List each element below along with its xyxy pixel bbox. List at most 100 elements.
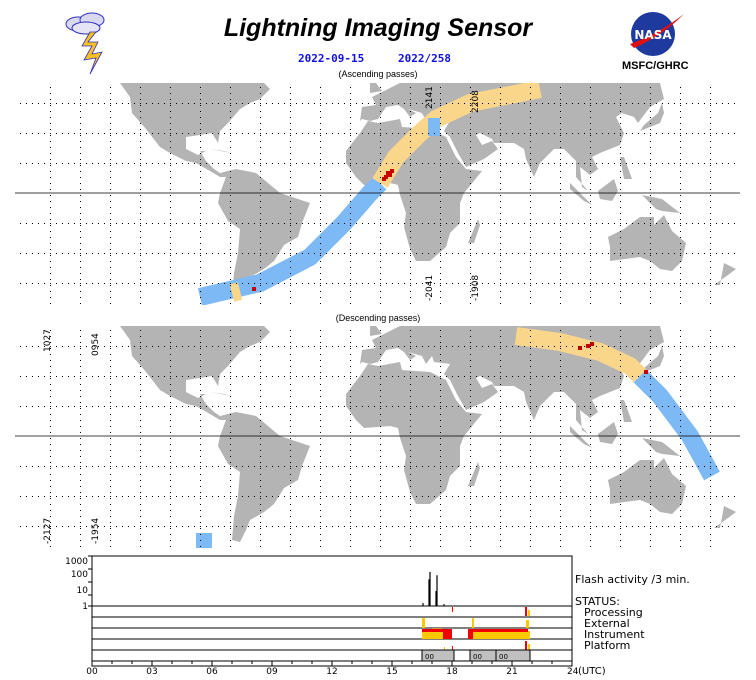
grid-dot — [380, 223, 381, 224]
grid-dot — [200, 117, 201, 118]
grid-dot — [470, 303, 471, 304]
grid-dot — [380, 408, 381, 409]
grid-dot — [668, 133, 669, 134]
grid-dot — [440, 486, 441, 487]
grid-dot — [680, 408, 681, 409]
grid-dot — [710, 354, 711, 355]
grid-dot — [578, 496, 579, 497]
grid-dot — [260, 133, 261, 134]
grid-dot — [620, 486, 621, 487]
grid-dot — [626, 496, 627, 497]
grid-dot — [20, 466, 21, 467]
grid-dot — [110, 480, 111, 481]
grid-dot — [518, 496, 519, 497]
grid-dot — [560, 165, 561, 166]
grid-dot — [290, 414, 291, 415]
grid-dot — [620, 468, 621, 469]
grid-dot — [734, 346, 735, 347]
grid-dot — [512, 346, 513, 347]
grid-dot — [506, 103, 507, 104]
grid-dot — [410, 165, 411, 166]
grid-dot — [260, 468, 261, 469]
grid-dot — [170, 492, 171, 493]
grid-dot — [350, 141, 351, 142]
grid-dot — [50, 408, 51, 409]
xtick-label: 24 — [567, 667, 579, 677]
grid-dot — [500, 348, 501, 349]
grid-dot — [410, 267, 411, 268]
grid-dot — [182, 406, 183, 407]
grid-dot — [500, 384, 501, 385]
grid-dot — [170, 219, 171, 220]
grid-dot — [584, 526, 585, 527]
grid-dot — [530, 432, 531, 433]
grid-dot — [386, 283, 387, 284]
grid-dot — [344, 376, 345, 377]
grid-dot — [578, 133, 579, 134]
grid-dot — [212, 376, 213, 377]
grid-dot — [410, 223, 411, 224]
grid-dot — [410, 285, 411, 286]
grid-dot — [710, 348, 711, 349]
grid-dot — [710, 189, 711, 190]
grid-dot — [134, 283, 135, 284]
grid-dot — [140, 346, 141, 347]
grid-dot — [260, 376, 261, 377]
grid-dot — [554, 376, 555, 377]
grid-dot — [518, 223, 519, 224]
grid-dot — [272, 253, 273, 254]
grid-dot — [386, 346, 387, 347]
grid-dot — [320, 534, 321, 535]
grid-dot — [20, 253, 21, 254]
grid-dot — [122, 163, 123, 164]
grid-dot — [266, 283, 267, 284]
grid-dot — [530, 303, 531, 304]
grid-dot — [38, 406, 39, 407]
grid-dot — [518, 376, 519, 377]
grid-dot — [620, 420, 621, 421]
grid-dot — [638, 223, 639, 224]
grid-dot — [428, 223, 429, 224]
grid-dot — [170, 534, 171, 535]
grid-dot — [350, 376, 351, 377]
landmass-philippines — [620, 400, 632, 422]
grid-dot — [560, 133, 561, 134]
grid-dot — [200, 330, 201, 331]
grid-dot — [470, 432, 471, 433]
grid-dot — [590, 444, 591, 445]
grid-dot — [710, 330, 711, 331]
xtick-label: 15 — [386, 667, 397, 677]
grid-dot — [560, 237, 561, 238]
grid-dot — [350, 303, 351, 304]
grid-dot — [410, 279, 411, 280]
grid-dot — [410, 466, 411, 467]
grid-dot — [560, 348, 561, 349]
grid-dot — [320, 183, 321, 184]
grid-dot — [530, 444, 531, 445]
grid-dot — [194, 283, 195, 284]
grid-dot — [410, 444, 411, 445]
grid-dot — [50, 546, 51, 547]
grid-dot — [380, 291, 381, 292]
grid-dot — [80, 330, 81, 331]
grid-dot — [500, 135, 501, 136]
grid-dot — [560, 147, 561, 148]
grid-dot — [680, 466, 681, 467]
grid-dot — [320, 273, 321, 274]
grid-dot — [440, 390, 441, 391]
grid-dot — [560, 207, 561, 208]
grid-dot — [110, 390, 111, 391]
grid-dot — [200, 462, 201, 463]
grid-dot — [410, 297, 411, 298]
grid-dot — [644, 163, 645, 164]
grid-dot — [140, 444, 141, 445]
grid-dot — [440, 273, 441, 274]
grid-dot — [710, 534, 711, 535]
grid-dot — [584, 406, 585, 407]
grid-dot — [572, 526, 573, 527]
grid-dot — [320, 526, 321, 527]
grid-dot — [230, 285, 231, 286]
grid-dot — [482, 346, 483, 347]
grid-dot — [500, 117, 501, 118]
grid-dot — [560, 283, 561, 284]
